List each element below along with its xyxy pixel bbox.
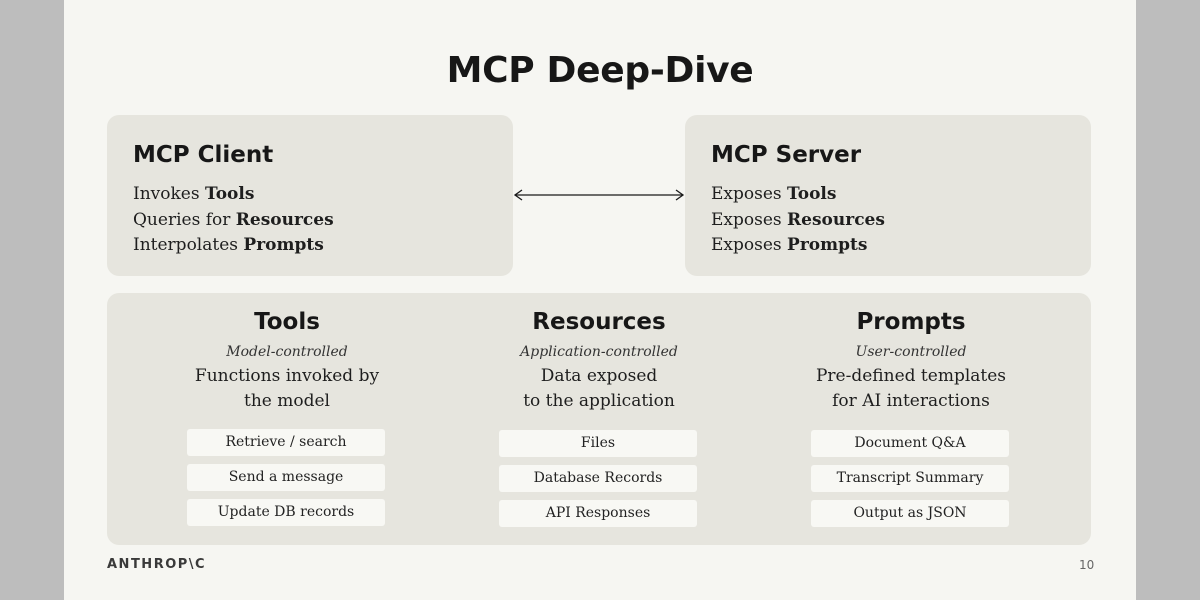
client-line-prompts: Interpolates Prompts: [133, 233, 334, 259]
server-line-keyword: Prompts: [787, 235, 868, 255]
server-line-resources: Exposes Resources: [711, 208, 885, 234]
server-line-prefix: Exposes: [711, 209, 788, 230]
example-list: Retrieve / search Send a message Update …: [187, 429, 385, 534]
example-pill: Files: [499, 430, 697, 457]
example-pill: Retrieve / search: [187, 429, 385, 456]
client-line-prefix: Invokes: [133, 184, 205, 204]
column-subtitle: Model-controlled: [226, 344, 348, 360]
server-line-keyword: Tools: [787, 184, 837, 204]
slide: MCP Deep-Dive MCP Client Invokes Tools Q…: [64, 0, 1136, 600]
example-pill: Database Records: [499, 465, 697, 492]
server-line-keyword: Resources: [787, 209, 885, 230]
client-line-keyword: Tools: [205, 184, 255, 204]
client-line-tools: Invokes Tools: [133, 182, 334, 208]
column-title: Tools: [254, 309, 320, 335]
primitives-panel: Tools Model-controlled Functions invoked…: [107, 293, 1091, 545]
slide-title: MCP Deep-Dive: [446, 50, 754, 91]
prompts-column: Prompts User-controlled Pre-defined temp…: [761, 293, 1061, 527]
server-line-prompts: Exposes Prompts: [711, 233, 885, 259]
mcp-client-capabilities: Invokes Tools Queries for Resources Inte…: [133, 182, 334, 259]
server-line-tools: Exposes Tools: [711, 182, 885, 208]
column-subtitle: Application-controlled: [520, 344, 678, 360]
column-subtitle: User-controlled: [855, 344, 967, 360]
example-pill: Document Q&A: [811, 430, 1009, 457]
example-pill: Output as JSON: [811, 500, 1009, 527]
client-line-prefix: Queries for: [133, 209, 236, 230]
example-pill: Send a message: [187, 464, 385, 491]
resources-column: Resources Application-controlled Data ex…: [449, 293, 749, 527]
client-line-keyword: Prompts: [243, 235, 324, 255]
client-line-resources: Queries for Resources: [133, 208, 334, 234]
client-line-prefix: Interpolates: [133, 235, 244, 255]
server-line-prefix: Exposes: [711, 235, 788, 255]
mcp-server-title: MCP Server: [711, 142, 862, 168]
column-title: Prompts: [856, 309, 966, 335]
description-line: the model: [244, 391, 330, 411]
server-line-prefix: Exposes: [711, 184, 788, 204]
bidirectional-arrow-icon: [513, 189, 685, 201]
anthropic-logo: ANTHROP\C: [107, 557, 207, 572]
description-line: Functions invoked by: [194, 366, 380, 386]
column-description: Data exposed to the application: [449, 364, 749, 414]
column-title: Resources: [532, 309, 666, 335]
mcp-client-box: MCP Client Invokes Tools Queries for Res…: [107, 115, 513, 276]
mcp-server-capabilities: Exposes Tools Exposes Resources Exposes …: [711, 182, 885, 259]
tools-column: Tools Model-controlled Functions invoked…: [137, 293, 437, 526]
client-line-keyword: Resources: [235, 209, 334, 230]
mcp-client-title: MCP Client: [133, 142, 274, 168]
column-description: Pre-defined templates for AI interaction…: [761, 364, 1061, 414]
column-description: Functions invoked by the model: [137, 364, 437, 414]
example-list: Document Q&A Transcript Summary Output a…: [811, 430, 1009, 535]
page-number: 10: [1079, 558, 1095, 572]
example-pill: API Responses: [499, 500, 697, 527]
description-line: for AI interactions: [832, 391, 990, 411]
description-line: Data exposed: [540, 366, 658, 386]
example-pill: Transcript Summary: [811, 465, 1009, 492]
example-pill: Update DB records: [187, 499, 385, 526]
description-line: to the application: [523, 391, 675, 411]
mcp-server-box: MCP Server Exposes Tools Exposes Resourc…: [685, 115, 1091, 276]
example-list: Files Database Records API Responses: [499, 430, 697, 535]
description-line: Pre-defined templates: [815, 366, 1007, 386]
